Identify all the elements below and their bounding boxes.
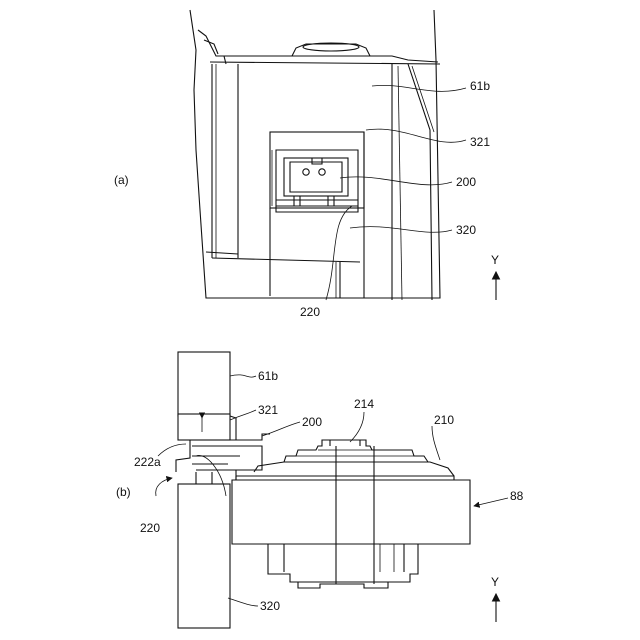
label-321-b: 321 <box>258 403 278 417</box>
panel-b-label: (b) <box>116 485 131 499</box>
arrow-88 <box>474 498 508 506</box>
label-321-a: 321 <box>470 135 490 149</box>
label-88-b: 88 <box>510 489 524 503</box>
label-200-b: 200 <box>302 415 322 429</box>
leader-222a <box>158 444 186 456</box>
label-214-b: 214 <box>354 397 374 411</box>
label-61b-b: 61b <box>258 369 278 383</box>
label-61b-a: 61b <box>470 79 490 93</box>
panel-a-leaders <box>326 85 466 300</box>
label-200-a: 200 <box>456 175 476 189</box>
panel-a-drawing <box>190 10 440 300</box>
panel-b-drawing <box>176 352 470 628</box>
label-320-a: 320 <box>456 223 476 237</box>
y-axis-label-b: Y <box>491 575 499 589</box>
arrow-220 <box>156 478 172 496</box>
label-210-b: 210 <box>434 413 454 427</box>
label-220-a: 220 <box>300 305 320 319</box>
label-220-b: 220 <box>140 521 160 535</box>
panel-a-label: (a) <box>114 173 129 187</box>
y-axis-arrow-a: Y <box>491 253 499 300</box>
label-320-b: 320 <box>260 599 280 613</box>
y-axis-label-a: Y <box>491 253 499 267</box>
label-222a-b: 222a <box>134 455 161 469</box>
y-axis-arrow-b: Y <box>491 575 499 622</box>
